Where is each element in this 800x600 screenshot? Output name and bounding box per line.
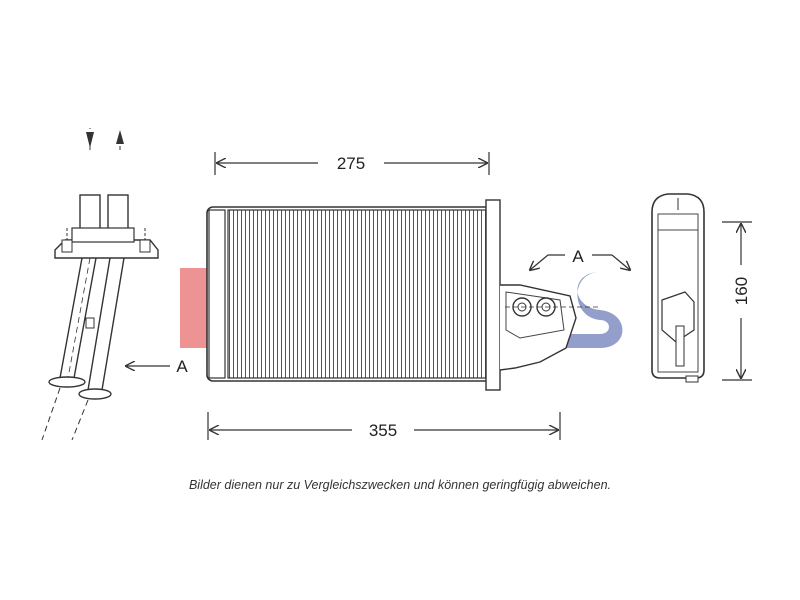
section-label-top: A xyxy=(572,247,584,266)
dimension-label-160: 160 xyxy=(732,277,751,305)
dimension-355: 355 xyxy=(207,412,561,440)
pipe-connection-view xyxy=(41,128,159,441)
section-marker-left: A xyxy=(126,357,188,376)
dimension-label-355: 355 xyxy=(369,421,397,440)
dimension-275: 275 xyxy=(214,152,490,175)
dimension-160: 160 xyxy=(722,221,752,381)
section-label-left: A xyxy=(176,357,188,376)
dimension-label-275: 275 xyxy=(337,154,365,173)
heater-core-side-view xyxy=(651,193,705,383)
section-marker-top: A xyxy=(530,247,630,270)
heater-core-front-view xyxy=(206,199,600,391)
disclaimer-caption: Bilder dienen nur zu Vergleichszwecken u… xyxy=(188,478,612,492)
